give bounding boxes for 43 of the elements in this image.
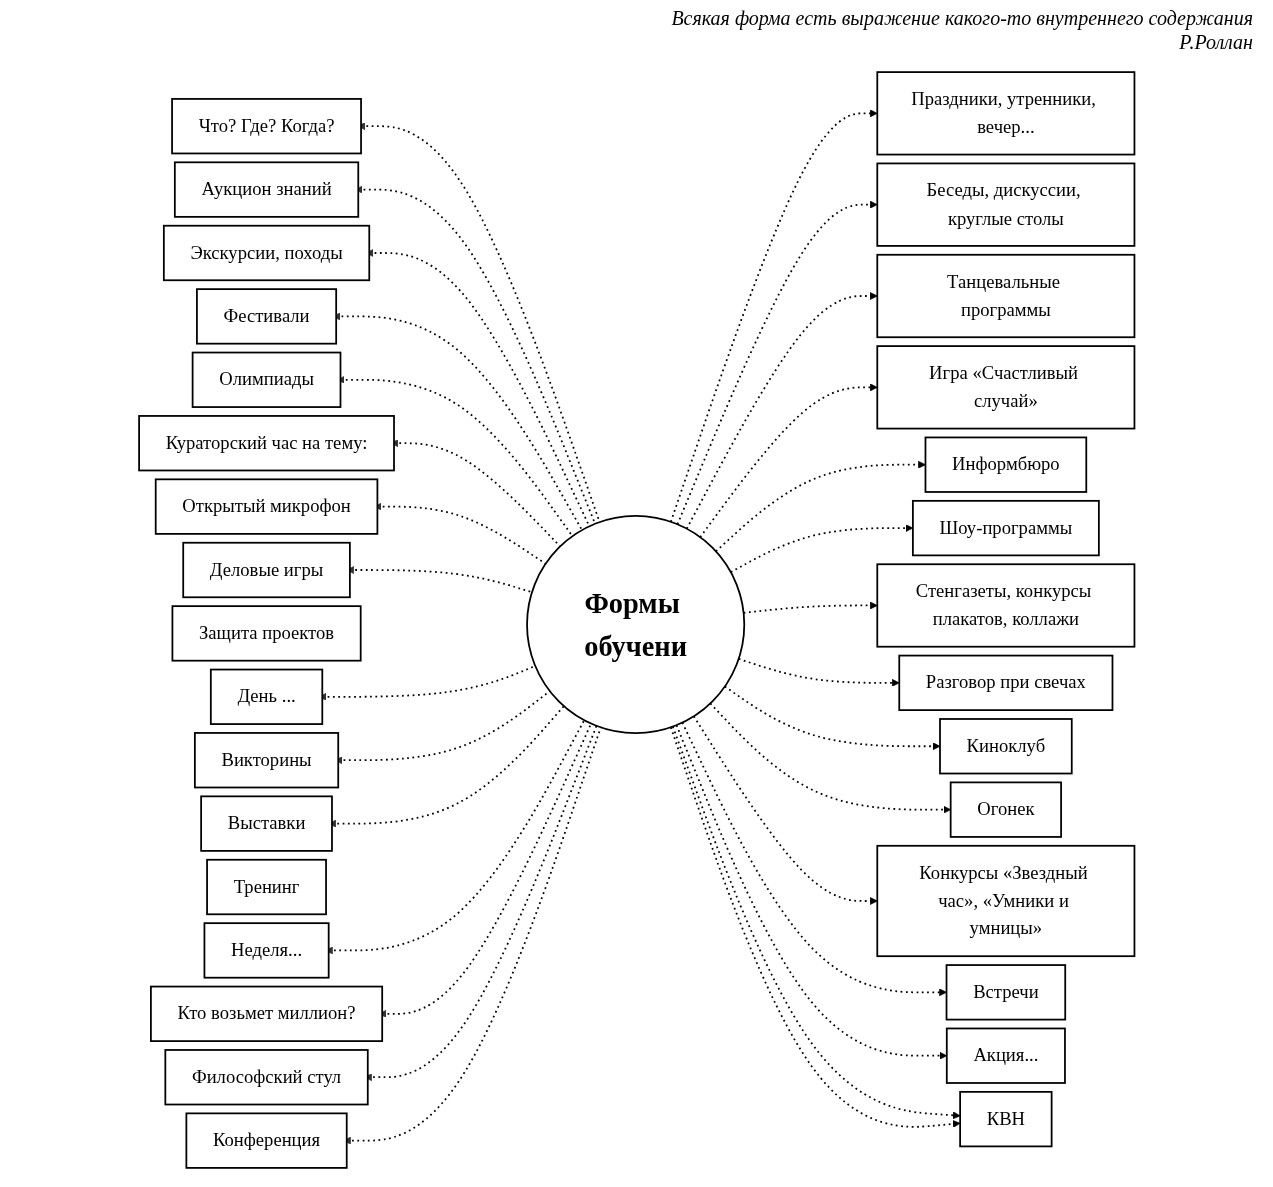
node-box: Игра «Счастливый случай»: [876, 345, 1136, 430]
node-box: Неделя...: [203, 922, 330, 979]
node-box: Кто возьмет миллион?: [149, 985, 383, 1042]
arrow: [714, 460, 926, 553]
node-box: Фестивали: [195, 288, 337, 345]
node-box: Выставки: [199, 795, 333, 852]
node-box: Акция...: [945, 1027, 1066, 1084]
node-box: Шоу-программы: [911, 499, 1100, 557]
node-box: Открытый микрофон: [154, 478, 378, 535]
node-box: Философский стул: [164, 1049, 369, 1106]
node-box: Экскурсии, походы: [162, 224, 370, 282]
node-box: Конференция: [185, 1112, 348, 1169]
node-box: Встречи: [945, 964, 1066, 1021]
node-box: Разговор при свечах: [898, 654, 1114, 711]
node-box: Аукцион знаний: [173, 161, 359, 218]
node-box: Киноклуб: [938, 718, 1073, 775]
arrow: [685, 292, 878, 530]
node-box: Огонек: [949, 781, 1062, 838]
node-box: Праздники, утренники, вечер...: [876, 71, 1136, 156]
arrow: [676, 200, 878, 526]
epigraph-quote: Всякая форма есть выражение какого-то внутреннего содержания: [671, 6, 1253, 30]
node-box: Танцевальные программы: [876, 253, 1136, 339]
node-box: Кураторский час на тему:: [137, 415, 395, 472]
node-box: Тренинг: [205, 858, 327, 916]
arrow: [699, 383, 878, 539]
arrow: [681, 721, 947, 997]
node-box: Стенгазеты, конкурсы плакатов, коллажи: [876, 563, 1136, 648]
arrow: [692, 715, 878, 905]
node-box: КВН: [958, 1091, 1053, 1148]
node-box: Викторины: [193, 732, 339, 789]
node-box: День ...: [209, 668, 323, 725]
arrow: [709, 702, 951, 814]
node-box: Информбюро: [924, 436, 1087, 493]
arrow: [669, 109, 878, 523]
quote-author: Р.Роллан: [1178, 30, 1253, 54]
node-circle: Формы обучени: [525, 515, 745, 735]
node-box: Что? Где? Когда?: [170, 98, 362, 155]
node-box: Защита проектов: [171, 605, 362, 662]
arrow: [675, 724, 947, 1060]
node-box: Конкурсы «Звездный час», «Умники и умницы»: [876, 844, 1136, 958]
node-box: Деловые игры: [182, 541, 351, 599]
node-box: Олимпиады: [191, 351, 342, 408]
node-box: Беседы, дискуссии, круглые столы: [876, 162, 1136, 247]
